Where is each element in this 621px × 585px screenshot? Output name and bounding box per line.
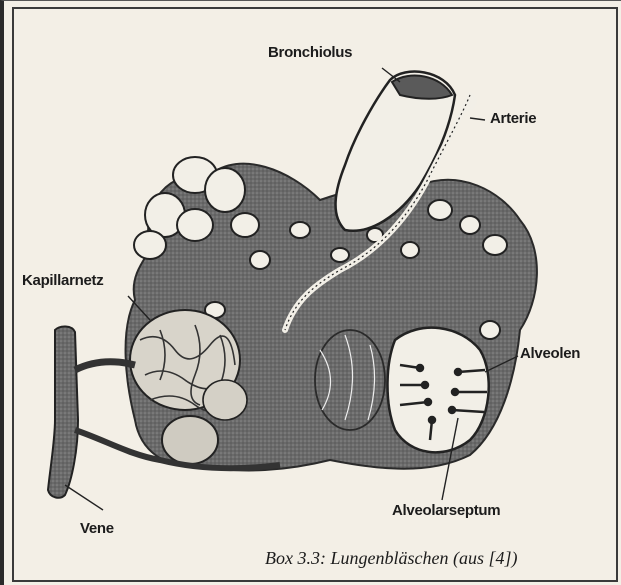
label-kapillarnetz: Kapillarnetz	[22, 272, 103, 289]
label-vene: Vene	[80, 520, 114, 537]
figure-caption: Box 3.3: Lungenbläschen (aus [4])	[265, 548, 517, 569]
label-alveolen: Alveolen	[520, 345, 580, 362]
label-alveolarseptum: Alveolarseptum	[392, 502, 500, 519]
label-arterie: Arterie	[490, 110, 536, 127]
label-bronchiolus: Bronchiolus	[268, 44, 352, 61]
